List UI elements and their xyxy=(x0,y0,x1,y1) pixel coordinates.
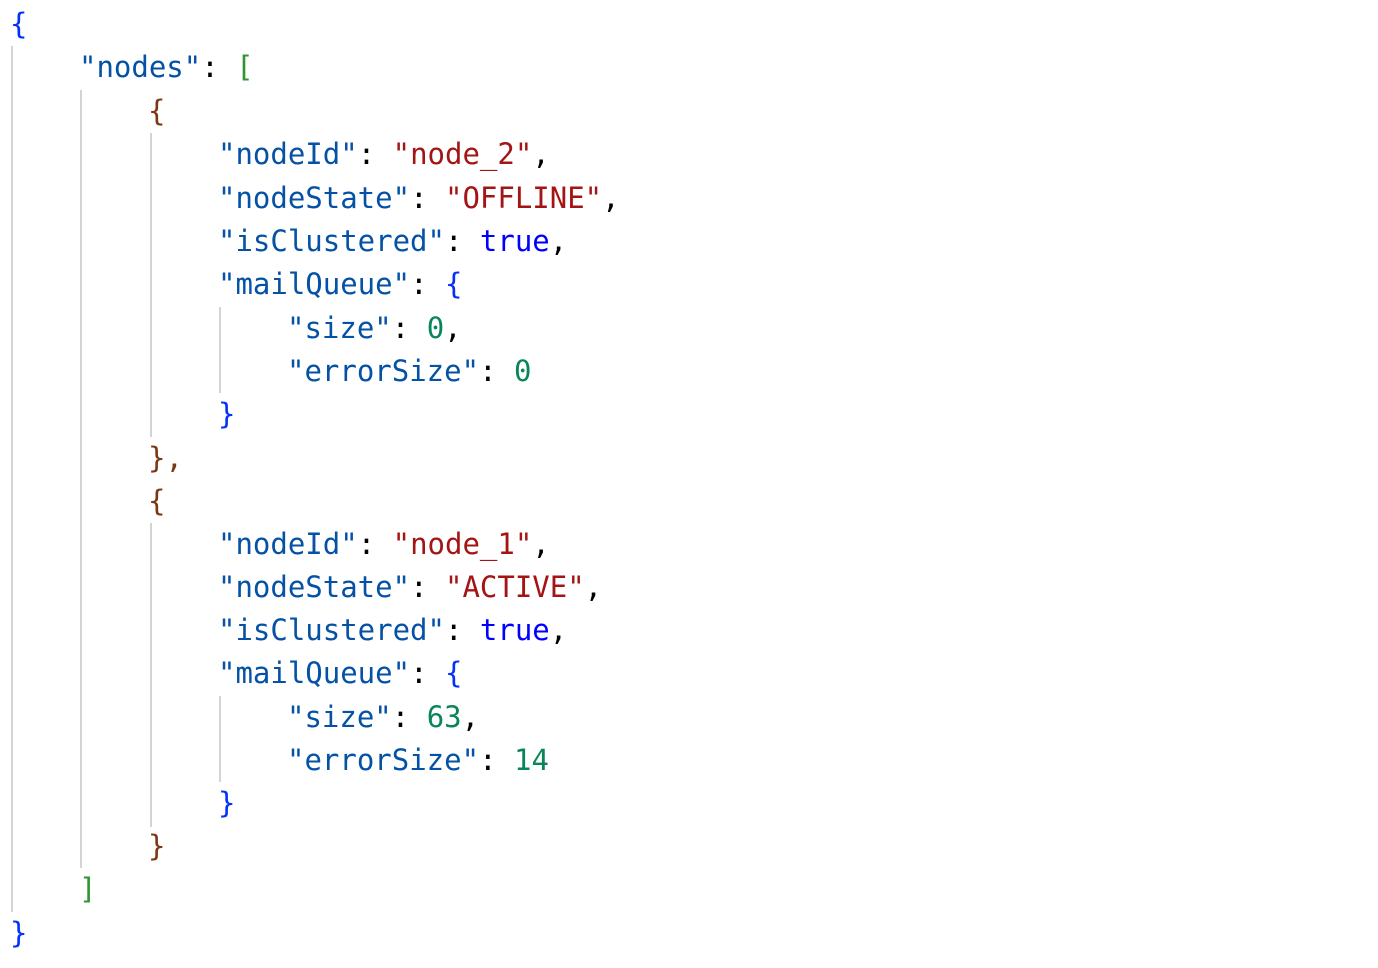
mailQueue-close-brace: } xyxy=(218,397,236,431)
object-close-brace: } xyxy=(148,829,166,863)
colon: : xyxy=(201,50,237,84)
comma: , xyxy=(532,137,550,171)
size-key: "size" xyxy=(287,700,392,734)
code-line: } xyxy=(218,393,235,436)
array-open-bracket: [ xyxy=(236,50,254,84)
indent-guide-node2 xyxy=(150,523,152,827)
code-line: "isClustered": true, xyxy=(218,220,567,263)
code-line: ] xyxy=(79,868,96,911)
nodeState-key: "nodeState" xyxy=(218,570,411,604)
code-line: "nodes": [ xyxy=(79,46,254,89)
colon: : xyxy=(391,311,427,345)
comma: , xyxy=(584,570,603,604)
isClustered-value: true xyxy=(479,224,550,258)
colon: : xyxy=(391,700,427,734)
comma: , xyxy=(549,224,568,258)
code-line: { xyxy=(10,3,27,46)
mailQueue-key: "mailQueue" xyxy=(218,267,411,301)
colon: : xyxy=(444,613,480,647)
errorSize-value: 14 xyxy=(513,743,549,777)
errorSize-value: 0 xyxy=(513,354,532,388)
code-line: } xyxy=(10,912,27,955)
code-line: "mailQueue": { xyxy=(218,263,462,306)
nodeId-key: "nodeId" xyxy=(218,137,358,171)
mailQueue-open-brace: { xyxy=(444,656,463,690)
code-line: "size": 63, xyxy=(287,696,479,739)
object-open-brace: { xyxy=(148,484,166,518)
root-close-brace: } xyxy=(10,916,28,950)
indent-guide-mailqueue2 xyxy=(219,696,221,782)
colon: : xyxy=(479,743,514,777)
indent-guide-node1 xyxy=(150,133,152,437)
code-line: "size": 0, xyxy=(287,307,462,350)
colon: : xyxy=(410,267,445,301)
indent-guide-level2 xyxy=(80,90,82,868)
code-line: "errorSize": 14 xyxy=(287,739,549,782)
colon: : xyxy=(357,527,393,561)
size-key: "size" xyxy=(287,311,392,345)
errorSize-key: "errorSize" xyxy=(287,743,480,777)
code-line: "nodeState": "ACTIVE", xyxy=(218,566,602,609)
nodeId-value: "node_2" xyxy=(392,137,533,171)
mailQueue-key: "mailQueue" xyxy=(218,656,411,690)
array-close-bracket: ] xyxy=(79,872,97,906)
comma: , xyxy=(461,700,480,734)
nodes-key: "nodes" xyxy=(79,50,202,84)
colon: : xyxy=(357,137,393,171)
colon: : xyxy=(410,181,445,215)
colon: : xyxy=(410,656,445,690)
nodeState-value: "ACTIVE" xyxy=(444,570,585,604)
object-open-brace: { xyxy=(148,94,166,128)
mailQueue-close-brace: } xyxy=(218,786,236,820)
mailQueue-open-brace: { xyxy=(444,267,463,301)
code-line: "nodeId": "node_2", xyxy=(218,133,550,176)
isClustered-value: true xyxy=(479,613,550,647)
indent-guide-level1 xyxy=(11,46,13,912)
code-line: "isClustered": true, xyxy=(218,609,567,652)
object-close-brace: }, xyxy=(148,441,183,475)
comma: , xyxy=(549,613,568,647)
code-line: "nodeState": "OFFLINE", xyxy=(218,177,620,220)
colon: : xyxy=(410,570,445,604)
code-line: } xyxy=(148,825,165,868)
code-line: { xyxy=(148,480,165,523)
size-value: 63 xyxy=(426,700,462,734)
indent-guide-mailqueue1 xyxy=(219,307,221,393)
code-line: }, xyxy=(148,437,183,480)
nodeId-value: "node_1" xyxy=(392,527,533,561)
colon: : xyxy=(479,354,514,388)
size-value: 0 xyxy=(426,311,445,345)
isClustered-key: "isClustered" xyxy=(218,613,445,647)
nodeState-key: "nodeState" xyxy=(218,181,411,215)
nodeId-key: "nodeId" xyxy=(218,527,358,561)
code-line: { xyxy=(148,90,165,133)
comma: , xyxy=(532,527,550,561)
code-line: "mailQueue": { xyxy=(218,652,462,695)
code-line: "nodeId": "node_1", xyxy=(218,523,550,566)
code-line: } xyxy=(218,782,235,825)
comma: , xyxy=(444,311,462,345)
isClustered-key: "isClustered" xyxy=(218,224,445,258)
errorSize-key: "errorSize" xyxy=(287,354,480,388)
comma: , xyxy=(602,181,620,215)
root-open-brace: { xyxy=(10,7,28,41)
code-line: "errorSize": 0 xyxy=(287,350,531,393)
nodeState-value: "OFFLINE" xyxy=(444,181,603,215)
colon: : xyxy=(444,224,480,258)
